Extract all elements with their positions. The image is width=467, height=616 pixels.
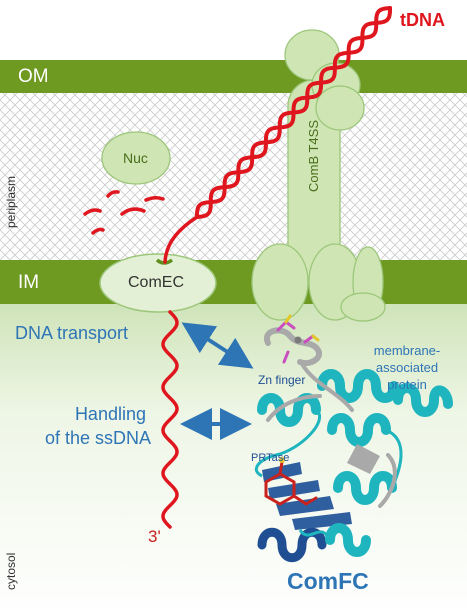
zn-finger-structure bbox=[263, 314, 323, 366]
periplasm-region bbox=[0, 93, 467, 260]
comfc-alpha-helices bbox=[257, 369, 453, 557]
inner-membrane-label: IM bbox=[18, 272, 40, 293]
comec-protein bbox=[99, 253, 217, 313]
inner-membrane-bar bbox=[0, 260, 467, 304]
comb-base-left bbox=[251, 243, 309, 321]
grey-loop bbox=[378, 453, 397, 508]
loop bbox=[298, 529, 332, 541]
nuc-protein bbox=[101, 131, 171, 185]
membrane-protein-line1: membrane- bbox=[373, 343, 441, 358]
membrane-protein-line3: protein bbox=[387, 377, 427, 392]
grey-sheet bbox=[347, 444, 380, 474]
helix-bottom bbox=[325, 523, 371, 557]
comfc-grey-segment bbox=[266, 362, 397, 508]
tdna-double-helix bbox=[195, 6, 392, 219]
outer-membrane-bar bbox=[0, 60, 467, 93]
helix-upper-right bbox=[317, 369, 399, 403]
dna-transport-label: DNA transport bbox=[15, 323, 129, 343]
zn-sulfur-sticks bbox=[284, 314, 320, 342]
comb-label: ComB T4SS bbox=[306, 119, 321, 192]
ligand-atom bbox=[279, 457, 285, 463]
handling-label-line1: Handling bbox=[74, 404, 146, 424]
loop bbox=[254, 408, 322, 478]
comb-t4ss-complex bbox=[251, 29, 386, 322]
dna-fragment bbox=[83, 208, 102, 216]
helix-turns bbox=[257, 527, 327, 563]
degraded-dna-fragments bbox=[83, 190, 165, 235]
comec-label: ComEC bbox=[128, 274, 185, 291]
dna-strand-b bbox=[195, 6, 392, 219]
handling-label-line2: of the ssDNA bbox=[45, 428, 152, 448]
zn-ion bbox=[294, 336, 302, 344]
prpp-ligand bbox=[264, 460, 318, 506]
comb-base-bottom bbox=[340, 292, 386, 322]
grey-loop bbox=[266, 362, 354, 422]
nuc-label: Nuc bbox=[123, 150, 148, 166]
ssdna-strand bbox=[161, 310, 179, 529]
comfc-structure bbox=[254, 362, 453, 563]
helix-center bbox=[327, 413, 391, 447]
ligand-bonds bbox=[278, 460, 318, 506]
three-prime-label: 3' bbox=[148, 527, 161, 546]
helix-far-right bbox=[393, 383, 453, 417]
comfc-label: ComFC bbox=[287, 568, 369, 594]
dna-fragment bbox=[120, 207, 146, 216]
dna-strand-into-comec bbox=[163, 215, 199, 264]
prtase-label: PRTase bbox=[251, 452, 290, 464]
dna-transport-arrow bbox=[181, 322, 254, 369]
tdna-label: tDNA bbox=[400, 10, 445, 30]
beta-strand bbox=[276, 496, 334, 516]
helix-lower bbox=[333, 471, 397, 505]
dna-fragment bbox=[106, 190, 120, 198]
cytosol-label: cytosol bbox=[4, 552, 18, 590]
comfc-bottom-helix bbox=[257, 527, 327, 563]
comb-mid-lobe bbox=[315, 85, 365, 131]
membrane-protein-line2: associated bbox=[375, 360, 439, 375]
dna-fragment bbox=[91, 227, 105, 235]
periplasm-label: periplasm bbox=[4, 175, 18, 228]
outer-membrane-label: OM bbox=[18, 66, 49, 87]
zn-finger-label: Zn finger bbox=[258, 373, 306, 387]
dna-fragment bbox=[144, 195, 165, 202]
